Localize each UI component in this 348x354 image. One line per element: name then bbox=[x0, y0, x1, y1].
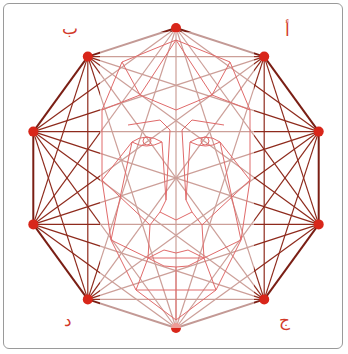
chord-line bbox=[264, 57, 265, 300]
vertex-dot bbox=[314, 219, 324, 229]
decagon-side bbox=[33, 57, 88, 132]
vertex-dot bbox=[28, 127, 38, 137]
vertex-letter: د bbox=[61, 311, 75, 330]
chord-line bbox=[264, 132, 319, 300]
decagon-side bbox=[318, 132, 320, 225]
decagon-side bbox=[264, 57, 319, 132]
face-lines bbox=[102, 40, 250, 320]
face-ground bbox=[100, 32, 254, 328]
chord-line bbox=[264, 57, 319, 225]
vertex-dot bbox=[28, 219, 38, 229]
vertex-dot bbox=[259, 294, 269, 304]
decagon-side bbox=[32, 132, 34, 225]
vertex-dot bbox=[259, 52, 269, 62]
decagon-side bbox=[33, 224, 88, 299]
decagon-side bbox=[264, 224, 319, 299]
vertex-dot bbox=[314, 127, 324, 137]
vertex-dot bbox=[171, 23, 181, 33]
vertex-letter: ب bbox=[59, 19, 81, 38]
vertex-dot bbox=[83, 52, 93, 62]
vertex-letter: أ bbox=[282, 21, 293, 40]
vertex-dot bbox=[83, 294, 93, 304]
vertex-letter: ج bbox=[276, 311, 293, 330]
